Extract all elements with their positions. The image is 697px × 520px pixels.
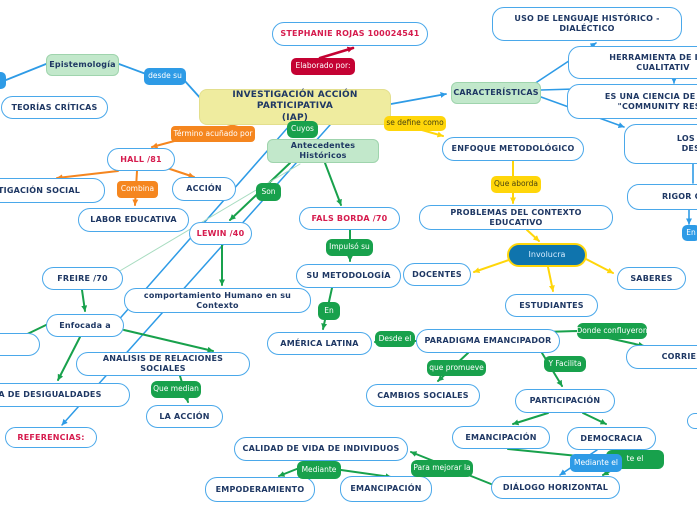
node-analisis[interactable]: ANALISIS DE RELACIONES SOCIALES	[76, 352, 250, 376]
node-estudiantes[interactable]: ESTUDIANTES	[505, 294, 598, 317]
node-emancipacion-bottom[interactable]: EMANCIPACIÓN	[340, 476, 432, 502]
connector-label-mediante-el[interactable]: Mediante el	[570, 454, 622, 472]
connector-label-en-1[interactable]: En	[318, 302, 340, 320]
e-elaborado-stephanie	[318, 46, 355, 60]
e-epistemologia-label	[118, 63, 147, 75]
node-cutleft1[interactable]	[0, 333, 40, 356]
connector-label-elaborado-por[interactable]: Elaborado por:	[291, 58, 355, 75]
node-saberes[interactable]: SABERES	[617, 267, 686, 290]
node-empoderamiento[interactable]: EMPODERAMIENTO	[205, 477, 315, 502]
e-iap-caracteristicas	[390, 92, 447, 105]
node-stephanie[interactable]: STEPHANIE ROJAS 100024541	[272, 22, 428, 46]
node-calidad[interactable]: CALIDAD DE VIDA DE INDIVIDUOS	[234, 437, 408, 461]
connector-label-que-promueve[interactable]: que promueve	[427, 360, 486, 376]
node-dialogo[interactable]: DIÁLOGO HORIZONTAL	[491, 476, 620, 499]
node-ciencia[interactable]: ES UNA CIENCIA DE LA C "COMMUNITY RESE	[567, 84, 697, 119]
node-corrientes[interactable]: CORRIENTES	[626, 345, 697, 369]
node-conciencia[interactable]: IENCIA DE DESIGUALDADES	[0, 383, 130, 407]
connector-label-termino-acunado[interactable]: Término acuñado por	[171, 126, 255, 142]
e-involucra-estudiantes	[547, 266, 555, 292]
connector-label-en-2[interactable]: En	[682, 225, 697, 241]
node-hall[interactable]: HALL /81	[107, 148, 175, 171]
connector-label-para-mejorar-la[interactable]: Para mejorar la	[411, 460, 473, 477]
connector-label-que-aborda[interactable]: Que aborda	[491, 176, 541, 193]
node-losob[interactable]: LOS OB DESA	[624, 124, 697, 164]
e-hall-accion	[166, 167, 195, 179]
e-participacion-emancipacion	[512, 412, 549, 426]
node-labor[interactable]: LABOR EDUCATIVA	[78, 208, 189, 232]
e-involucra-saberes	[585, 258, 614, 274]
node-cambios[interactable]: CAMBIOS SOCIALES	[366, 384, 480, 407]
e-cutblue-epistemologia	[5, 63, 47, 81]
node-falsborda[interactable]: FALS BORDA /70	[299, 207, 400, 230]
node-uso[interactable]: USO DE LENGUAJE HISTÓRICO - DIALÉCTICO	[492, 7, 682, 41]
e-antecedentes-falsborda	[324, 162, 342, 206]
node-herramienta[interactable]: HERRAMIENTA DE INVE CUALITATIV	[568, 46, 697, 79]
node-invsocial[interactable]: VESTIGACIÓN SOCIAL	[0, 178, 105, 203]
node-participacion[interactable]: PARTICIPACIÓN	[515, 389, 615, 413]
connector-label-donde-confluyeron[interactable]: Donde confluyeron	[576, 323, 648, 339]
node-enfoque[interactable]: ENFOQUE METODOLÓGICO	[442, 137, 584, 161]
node-emancipacion-mid[interactable]: EMANCIPACIÓN	[452, 426, 550, 449]
connector-label-y-facilita[interactable]: Y Facilita	[544, 356, 586, 372]
connector-label-desde-su[interactable]: desde su	[144, 68, 186, 85]
node-sumetodologia[interactable]: SU METODOLOGÍA	[296, 264, 401, 288]
node-antecedentes[interactable]: Antecedentes Históricos	[267, 139, 379, 163]
node-americalatina[interactable]: AMÉRICA LATINA	[267, 332, 372, 355]
node-laaccion[interactable]: LA ACCIÓN	[146, 405, 223, 428]
connector-label-son[interactable]: Son	[256, 183, 281, 201]
node-problemas[interactable]: PROBLEMAS DEL CONTEXTO EDUCATIVO	[419, 205, 613, 230]
node-iap[interactable]: INVESTIGACIÓN ACCIÓN PARTICIPATIVA (IAP)	[199, 89, 391, 125]
node-lewin[interactable]: LEWIN /40	[189, 222, 252, 245]
node-enfocada[interactable]: Enfocada a	[46, 314, 124, 337]
node-caracteristicas[interactable]: CARACTERÍSTICAS	[451, 82, 541, 104]
node-democracia[interactable]: DEMOCRACIA	[567, 427, 656, 450]
connector-label-combina[interactable]: Combina	[117, 181, 158, 198]
e-enfocada-analisis	[123, 329, 214, 353]
connector-label-se-define-como[interactable]: se define como	[384, 116, 446, 131]
node-docentes[interactable]: DOCENTES	[403, 263, 471, 286]
e-problemas-involucra	[526, 229, 540, 242]
connector-label-cut-blue-left[interactable]	[0, 72, 6, 89]
connector-label-mediante[interactable]: Mediante	[297, 461, 341, 479]
e-involucra-docentes	[473, 259, 510, 274]
connector-label-desde-el[interactable]: Desde el	[375, 331, 415, 347]
e-freire-enfocada	[81, 289, 88, 312]
node-referencias[interactable]: REFERENCIAS:	[5, 427, 97, 448]
node-accion[interactable]: ACCIÓN	[172, 177, 236, 201]
node-freire[interactable]: FREIRE /70	[42, 267, 123, 290]
node-paradigma[interactable]: PARADIGMA EMANCIPADOR	[416, 329, 560, 353]
e-participacion-democracia	[582, 412, 607, 425]
connector-label-impulso-su[interactable]: Impulsó su	[326, 239, 373, 256]
node-epistemologia[interactable]: Epistemología	[46, 54, 119, 76]
connector-label-que-median[interactable]: Que median	[151, 381, 201, 398]
node-comportamiento[interactable]: comportamiento Humano en su Contexto	[124, 288, 311, 313]
e-hall-invsocial	[56, 170, 119, 181]
node-cutright1[interactable]	[687, 413, 697, 429]
connector-label-cuyos[interactable]: Cuyos	[287, 121, 318, 138]
node-teorias[interactable]: TEORÍAS CRÍTICAS	[1, 96, 108, 119]
node-rigor[interactable]: RIGOR CIENT	[627, 184, 697, 210]
connector-label-involucra[interactable]: Involucra	[507, 243, 587, 267]
